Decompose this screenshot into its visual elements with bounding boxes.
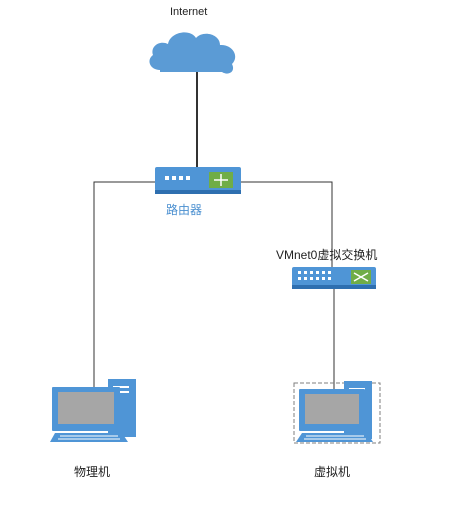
physical-machine-label: 物理机 bbox=[74, 465, 111, 479]
connection-lines bbox=[93, 72, 335, 390]
virtual-desktop-computer-icon bbox=[293, 381, 381, 444]
router-label: 路由器 bbox=[166, 203, 203, 217]
cloud-icon bbox=[149, 32, 236, 74]
internet-label: Internet bbox=[170, 6, 208, 18]
router-icon bbox=[155, 167, 241, 194]
virtual-machine-label: 虚拟机 bbox=[314, 465, 351, 479]
desktop-computer-icon bbox=[50, 379, 136, 442]
switch-label: VMnet0虚拟交换机 bbox=[276, 248, 378, 262]
switch-icon bbox=[292, 267, 376, 289]
